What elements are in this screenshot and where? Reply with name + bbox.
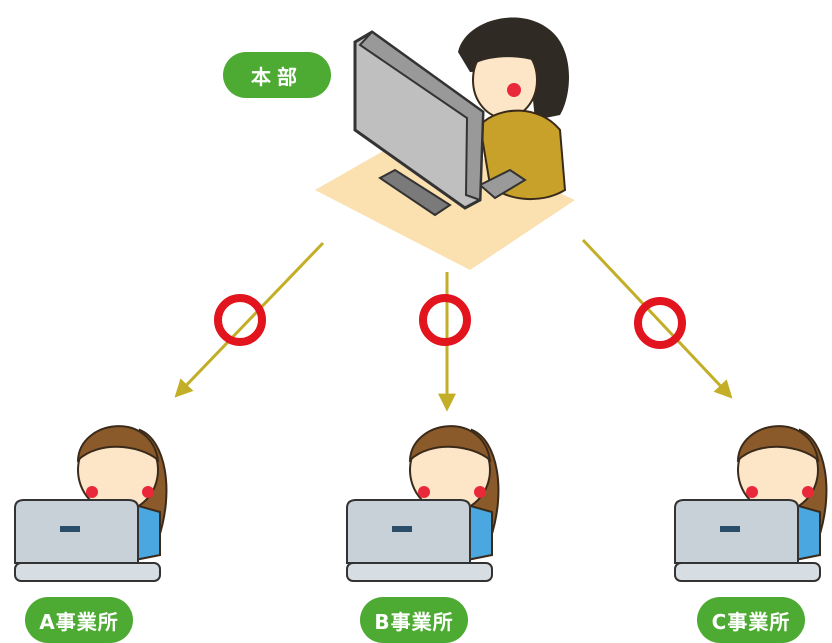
laptop-base	[346, 562, 493, 582]
arrow-to-a	[174, 241, 325, 398]
red-circle-ok-icon	[419, 294, 471, 346]
hq-cheek	[507, 83, 521, 97]
laptop-base	[674, 562, 821, 582]
office-label-b: B事業所	[360, 597, 468, 643]
red-circle-ok-icon	[634, 297, 686, 349]
monitor-stand	[378, 168, 452, 217]
office-worker-a	[14, 425, 168, 582]
office-worker-b	[346, 425, 500, 582]
arrow-to-c	[581, 238, 733, 399]
red-circle-ok-icon	[214, 294, 266, 346]
headquarters-worker	[315, 17, 575, 270]
headquarters-label: 本部	[223, 52, 331, 98]
office-label-a: A事業所	[25, 597, 133, 643]
hq-keyboard	[478, 168, 527, 200]
laptop-base	[14, 562, 161, 582]
office-label-c: C事業所	[697, 597, 805, 643]
office-worker-c	[674, 425, 828, 582]
desk	[315, 130, 575, 270]
